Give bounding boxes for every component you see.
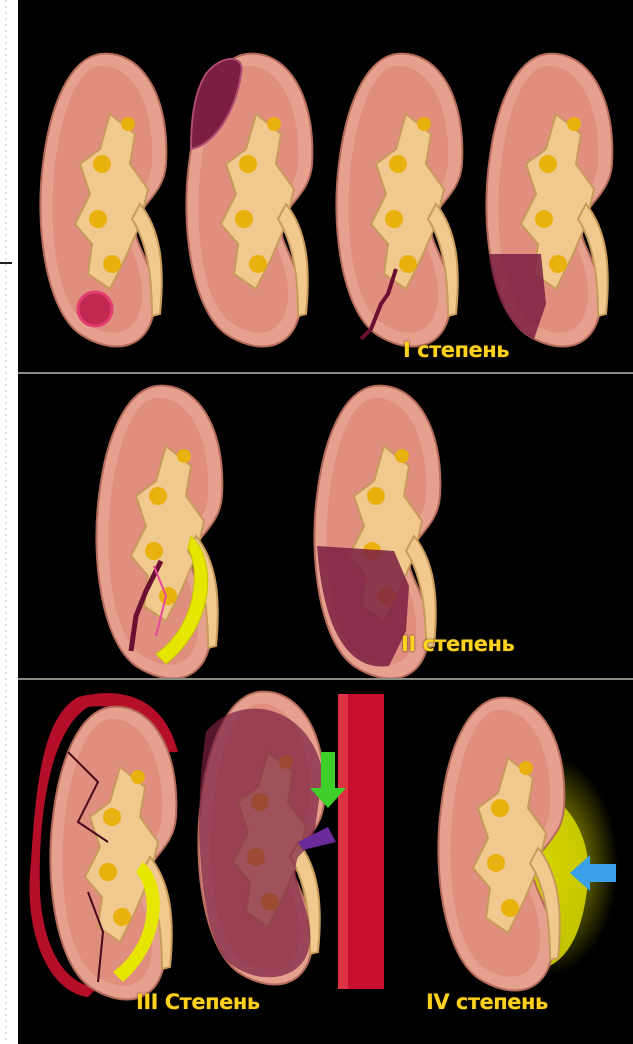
kidney-9 xyxy=(438,698,564,991)
hematoma-region xyxy=(317,546,409,667)
kidney-3 xyxy=(336,54,462,347)
panel-grade-3-4: III Степень IV степень xyxy=(18,680,633,1044)
kidney-4 xyxy=(486,54,612,347)
kidney-8 xyxy=(198,692,336,985)
kidney-7 xyxy=(30,693,178,999)
panel-grade-2: II степень xyxy=(18,374,633,678)
grade-1-label: I степень xyxy=(403,338,509,362)
panel-grade-2-illustration xyxy=(18,374,633,678)
kidney-1 xyxy=(40,54,166,347)
panel-grade-1: I степень xyxy=(18,4,633,372)
contusion-mark xyxy=(78,292,112,326)
kidney-5 xyxy=(96,386,222,678)
grade-3-label: III Степень xyxy=(136,990,260,1014)
grade-2-label: II степень xyxy=(401,632,514,656)
kidney-2 xyxy=(186,54,312,347)
left-margin-tick xyxy=(0,262,12,264)
left-margin-dots xyxy=(5,0,7,1044)
infarct-region xyxy=(489,254,546,339)
figure-frame: I степень II степень xyxy=(18,0,633,1044)
grade-4-label: IV степень xyxy=(426,990,548,1014)
panel-grade-1-illustration xyxy=(18,4,633,372)
